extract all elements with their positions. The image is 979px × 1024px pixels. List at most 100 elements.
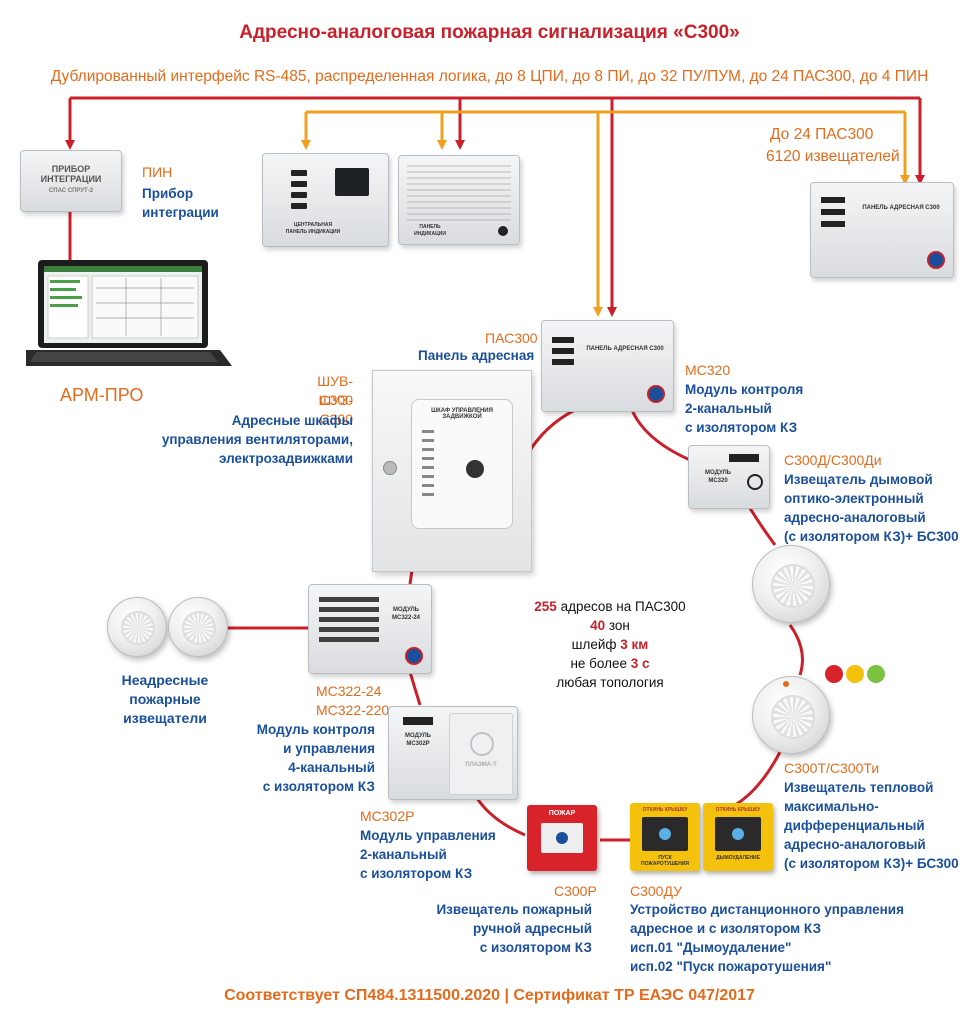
non-addr-label-3: извещатели <box>123 710 207 726</box>
pin-code: ПИН <box>142 164 173 180</box>
mc320-name-1: Модуль контроля <box>685 382 804 397</box>
spec-topology: любая топология <box>556 675 664 690</box>
indication-panel-device: ПАНЕЛЬ ИНДИКАЦИИ <box>398 155 520 245</box>
mc302r-name-2: 2-канальный <box>360 847 447 862</box>
s300du-code: С300ДУ <box>630 883 683 899</box>
s300du-button-1-icon <box>659 828 671 840</box>
s300d-name-1: Извещатель дымовой <box>784 472 933 487</box>
mc322-logo <box>405 647 423 665</box>
page-title: Адресно-аналоговая пожарная сигнализация… <box>239 22 740 43</box>
s300r-name-2: ручной адресный <box>472 921 592 936</box>
s300du-device-1: ОТКИНЬ КРЫШКУ ПУСК ПОЖАРОТУШЕНИЯ <box>630 803 700 871</box>
s300r-device-text: ПОЖАР <box>548 810 576 817</box>
mc320-device-text-1: МОДУЛЬ <box>705 470 731 476</box>
spec-loop-text: шлейф <box>571 637 621 652</box>
mc302r-led <box>403 717 433 725</box>
spec-addresses-num: 255 <box>534 599 557 614</box>
mc322-name-2: и управления <box>283 741 375 756</box>
mc322-device: МОДУЛЬ МС322-24 <box>308 584 432 674</box>
mc302r-logo-icon <box>470 732 494 756</box>
s300du-device-2-text: ДЫМОУДАЛЕНИЕ <box>716 855 760 861</box>
pas-remote-device: ПАНЕЛЬ АДРЕСНАЯ С300 <box>810 182 954 278</box>
pas-remote-leds <box>821 197 845 227</box>
mc302r-name-3: с изолятором КЗ <box>360 866 473 881</box>
rs485-red-bus <box>65 96 925 317</box>
s300du-device-2: ОТКИНЬ КРЫШКУ ДЫМОУДАЛЕНИЕ <box>703 803 773 871</box>
shuv-device-text-1: ШКАФ УПРАВЛЕНИЯ <box>431 408 493 414</box>
mc320-logo-icon <box>747 474 763 490</box>
non-addr-detector-1 <box>107 597 167 657</box>
shuv-code-2: ШУЗ-С300 <box>318 392 353 427</box>
status-red-dot <box>825 665 843 683</box>
s300du-name-3: исп.01 "Дымоудаление" <box>630 940 792 955</box>
pas-remote-logo <box>927 251 945 269</box>
mc322-device-text-2: МС322-24 <box>391 615 420 621</box>
control-panel-lcd <box>335 168 369 196</box>
non-addr-label-1: Неадресные <box>121 672 209 688</box>
s300t-name-1: Извещатель тепловой <box>784 780 934 795</box>
s300t-name-5: (с изолятором КЗ)+ БС300 <box>784 856 959 871</box>
heat-detector-image <box>752 676 830 754</box>
shuv-name-2: управления вентиляторами, <box>161 432 353 447</box>
shuv-device-text-2: ЗАДВИЖКОЙ <box>442 414 482 420</box>
mc302r-code: МС302Р <box>360 808 415 824</box>
spec-time-num: 3 с <box>630 656 650 671</box>
s300r-code: С300Р <box>554 883 597 899</box>
s300d-name-4: (с изолятором КЗ)+ БС300 <box>784 529 959 544</box>
s300du-name-2: адресное и с изолятором КЗ <box>630 921 822 936</box>
spec-addresses: 255 адресов на ПАС300 <box>500 597 720 616</box>
mc322-code-1: МС322-24 <box>316 683 382 699</box>
spec-time: не более 3 с <box>500 654 720 673</box>
s300du-name-4: исп.02 "Пуск пожаротушения" <box>630 959 832 974</box>
shuv-lock-icon <box>383 461 397 475</box>
spec-loop-num: 3 км <box>620 637 649 652</box>
pas-remote-device-text: ПАНЕЛЬ АДРЕСНАЯ С300 <box>862 205 940 211</box>
pin-device-brand: СПАС СПРУТ-2 <box>48 188 94 194</box>
pin-name-2: интеграции <box>142 205 219 220</box>
pas300-code: ПАС300 <box>485 330 538 346</box>
mc302r-brand: ПЛАЗМА-Т <box>465 762 497 768</box>
mc302r-device-text-1: МОДУЛЬ <box>405 733 431 739</box>
s300du-button-2-icon <box>732 828 744 840</box>
mc320-code: МС320 <box>685 362 731 378</box>
indication-panel-grid <box>407 165 511 236</box>
arm-label: АРМ-ПРО <box>60 385 144 405</box>
pas300-device: ПАНЕЛЬ АДРЕСНАЯ С300 <box>541 320 674 412</box>
mc320-device: МОДУЛЬ МС320 <box>688 445 770 509</box>
smoke-detector-image <box>752 545 830 623</box>
s300t-name-2: максимально- <box>784 799 879 814</box>
s300r-name-1: Извещатель пожарный <box>436 902 592 917</box>
status-green-dot <box>867 665 885 683</box>
mc302r-device: МОДУЛЬ МС302Р ПЛАЗМА-Т <box>388 706 518 800</box>
pin-device-text-1: ПРИБОР <box>51 164 91 174</box>
control-panel-leds <box>291 170 307 209</box>
mc322-name-4: с изолятором КЗ <box>262 779 375 794</box>
s300du-name-1: Устройство дистанционного управления <box>630 902 904 917</box>
spec-addresses-text: адресов на ПАС300 <box>556 599 686 614</box>
shuv-cabinet: ШКАФ УПРАВЛЕНИЯ ЗАДВИЖКОЙ <box>372 370 532 572</box>
mc322-leds <box>319 597 379 647</box>
status-yellow-dot <box>846 665 864 683</box>
s300t-name-4: адресно-аналоговый <box>784 837 926 852</box>
laptop-image <box>26 260 232 366</box>
indication-panel-text-1: ПАНЕЛЬ <box>419 224 441 230</box>
spec-zones: 40 зон <box>500 616 720 635</box>
pas300-name: Панель адресная <box>418 348 535 363</box>
non-addr-detector-2 <box>168 597 228 657</box>
shuv-indicators <box>422 430 434 500</box>
mc302r-device-text-2: МС302Р <box>406 741 430 747</box>
s300du-device-1-text: ПУСК ПОЖАРОТУШЕНИЯ <box>640 855 690 867</box>
s300r-device: ПОЖАР <box>527 805 597 871</box>
mc320-led <box>729 454 759 462</box>
control-panel-device: ЦЕНТРАЛЬНАЯ ПАНЕЛЬ ИНДИКАЦИИ <box>262 153 389 247</box>
pas300-logo <box>647 385 665 403</box>
control-panel-text-2: ПАНЕЛЬ ИНДИКАЦИИ <box>285 229 341 235</box>
shuv-name-3: электрозадвижками <box>218 451 353 466</box>
s300r-button-icon <box>556 832 568 844</box>
s300r-name-3: с изолятором КЗ <box>479 940 592 955</box>
page-footer: Соответствует СП484.1311500.2020 | Серти… <box>224 987 755 1004</box>
s300du-device-1-header: ОТКИНЬ КРЫШКУ <box>642 807 688 813</box>
mc320-device-text-2: МС320 <box>708 478 728 484</box>
non-addr-label-2: пожарные <box>129 691 201 707</box>
s300t-name-3: дифференциальный <box>784 818 925 833</box>
